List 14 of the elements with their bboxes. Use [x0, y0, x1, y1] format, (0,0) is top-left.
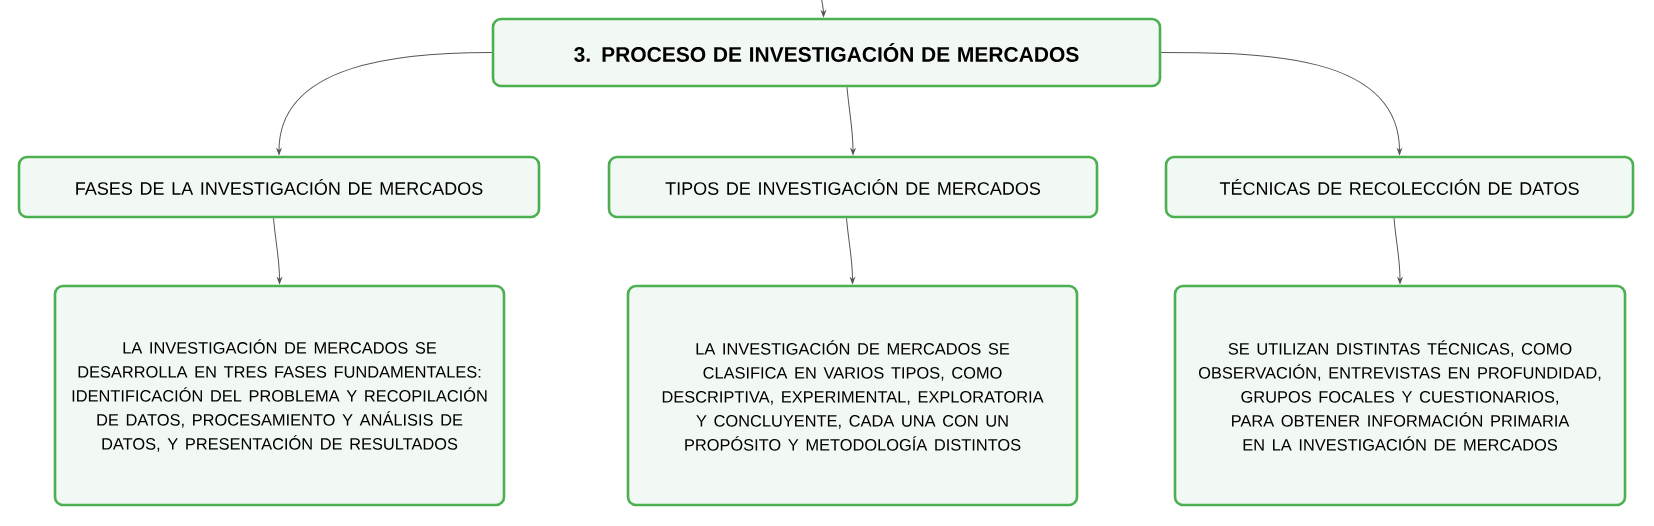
connector-arrow	[276, 52, 493, 155]
connector-arrow	[821, 0, 826, 17]
connector-arrow	[1160, 52, 1402, 155]
title-box: 3. PROCESO DE INVESTIGACIÓN DE MERCADOS	[491, 17, 1162, 88]
connector-arrow	[846, 217, 855, 284]
topic-box: TÉCNICAS DE RECOLECCIÓN DE DATOS	[1164, 155, 1635, 219]
description-box: SE UTILIZAN DISTINTAS TÉCNICAS, COMO OBSERVACIÓN, ENTREVISTAS EN PROFUNDIDAD, GRUPOS FOCALES Y CUESTIONARIOS, PARA OBTENER INFORMACIÓN PRIMARIA EN LA INVESTIGACIÓN DE MERCADOS	[1173, 284, 1627, 507]
topic-box: FASES DE LA INVESTIGACIÓN DE MERCADOS	[17, 155, 541, 219]
description-box: LA INVESTIGACIÓN DE MERCADOS SE CLASIFICA EN VARIOS TIPOS, COMO DESCRIPTIVA, EXPERIMENTAL, EXPLORATORIA Y CONCLUYENTE, CADA UNA CON UN PROPÓSITO Y METODOLOGÍA DISTINTOS	[626, 284, 1079, 507]
connector-arrow	[846, 86, 856, 155]
topic-box: TIPOS DE INVESTIGACIÓN DE MERCADOS	[607, 155, 1099, 219]
connector-arrow	[273, 217, 282, 284]
connector-arrow	[1393, 217, 1403, 284]
description-box: LA INVESTIGACIÓN DE MERCADOS SE DESARROLLA EN TRES FASES FUNDAMENTALES: IDENTIFICACIÓN DEL PROBLEMA Y RECOPILACIÓN DE DATOS, PROCESAMIENTO Y ANÁLISIS DE DATOS, Y PRESENTACIÓN DE RESULTADOS	[53, 284, 506, 507]
